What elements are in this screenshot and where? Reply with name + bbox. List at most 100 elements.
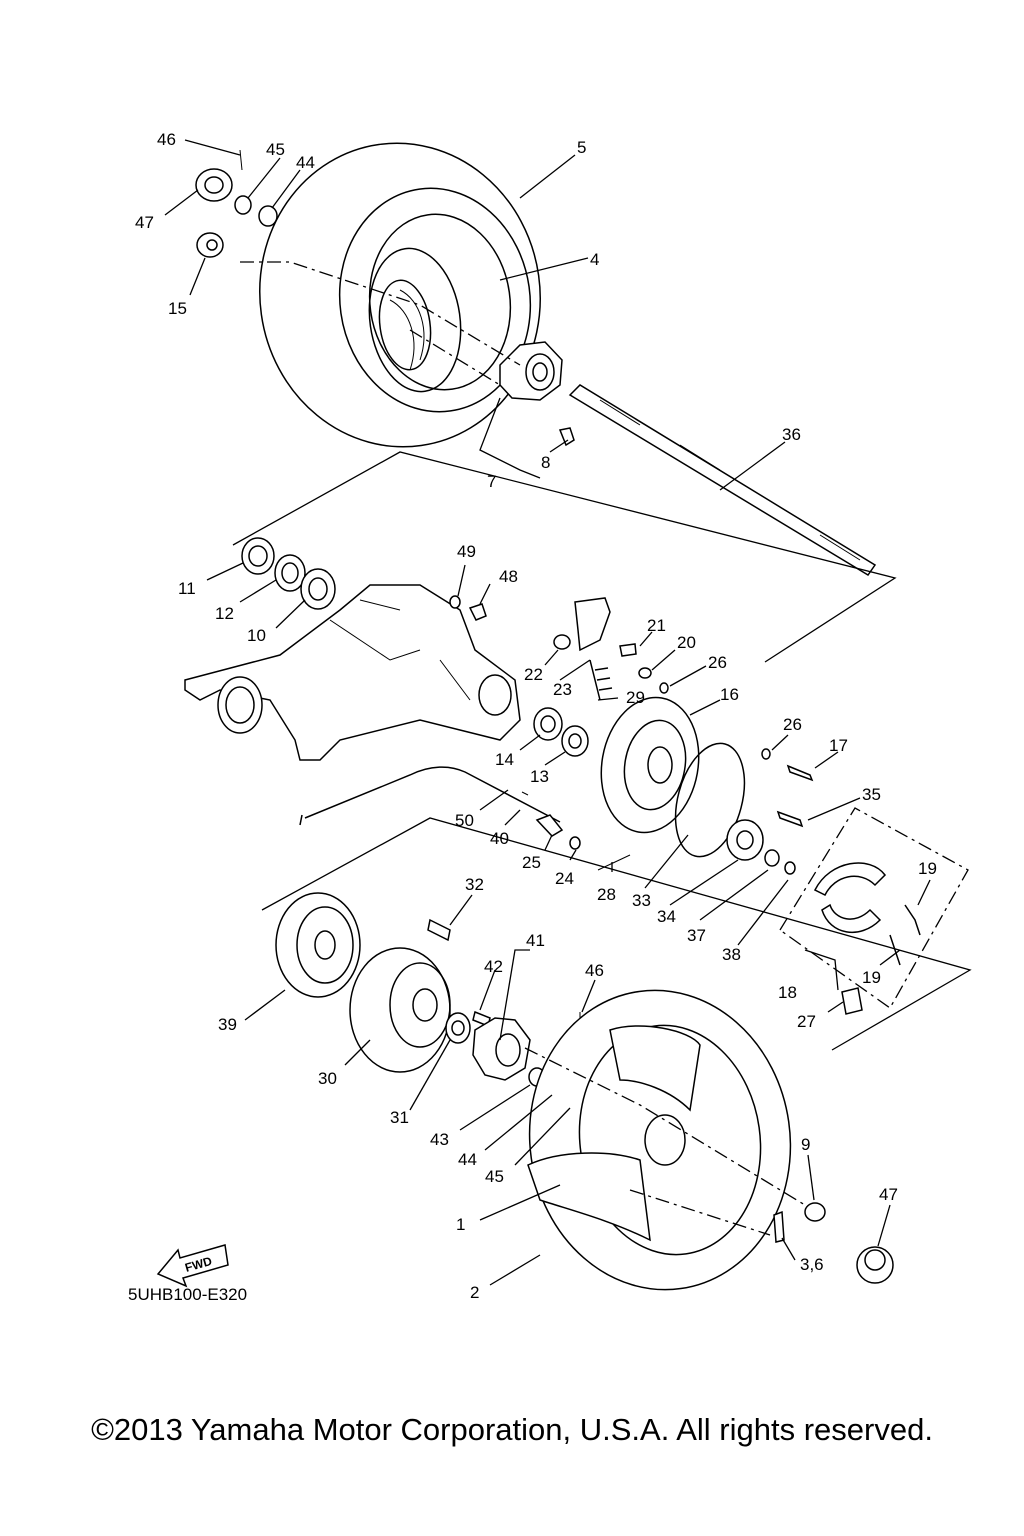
bolt-35 xyxy=(776,810,804,828)
label-27: 27 xyxy=(797,1012,816,1031)
label-23: 23 xyxy=(553,680,572,699)
hub-39 xyxy=(275,892,361,998)
label-46-top: 46 xyxy=(157,130,176,149)
oring-33 xyxy=(674,742,746,858)
label-9: 9 xyxy=(801,1135,810,1154)
label-44-top: 44 xyxy=(296,153,315,172)
axle-36 xyxy=(568,384,877,577)
nut-9 xyxy=(804,1202,826,1222)
label-3-6: 3,6 xyxy=(800,1255,824,1274)
label-19-upper: 19 xyxy=(918,859,937,878)
label-46-lower: 46 xyxy=(585,961,604,980)
swingarm xyxy=(184,584,521,761)
label-15: 15 xyxy=(168,299,187,318)
label-41: 41 xyxy=(526,931,545,950)
label-19-lower: 19 xyxy=(862,968,881,987)
seal-13 xyxy=(561,725,589,757)
copyright-notice: ©2013 Yamaha Motor Corporation, U.S.A. A… xyxy=(91,1412,933,1447)
bolt-32 xyxy=(427,918,451,942)
label-11: 11 xyxy=(178,579,196,598)
label-35: 35 xyxy=(862,785,881,804)
oring-38 xyxy=(784,861,796,875)
nut-47-top xyxy=(195,149,243,202)
bolt-25 xyxy=(535,814,564,837)
washer-44-top xyxy=(258,205,278,227)
diagram-code: 5UHB100-E320 xyxy=(128,1285,247,1304)
flange-34 xyxy=(726,819,764,861)
label-2: 2 xyxy=(470,1283,479,1302)
label-16: 16 xyxy=(720,685,739,704)
bearing-14 xyxy=(533,707,563,741)
leader-lines xyxy=(164,139,931,1286)
label-42: 42 xyxy=(484,957,503,976)
washer-49 xyxy=(449,595,461,609)
brake-panel-16 xyxy=(600,696,700,834)
label-44-lower: 44 xyxy=(458,1150,477,1169)
label-30: 30 xyxy=(318,1069,337,1088)
oring-26-upper xyxy=(761,748,771,760)
washer-45-top xyxy=(234,195,252,215)
label-47-lower: 47 xyxy=(879,1185,898,1204)
label-1: 1 xyxy=(456,1215,465,1234)
label-36: 36 xyxy=(782,425,801,444)
label-45-top: 45 xyxy=(266,140,285,159)
label-21: 21 xyxy=(647,616,666,635)
nut-15 xyxy=(196,232,224,258)
label-18: 18 xyxy=(778,983,797,1002)
seal-12 xyxy=(274,554,306,592)
valve-3-6 xyxy=(773,1210,785,1243)
lower-frame xyxy=(261,817,972,1051)
label-43: 43 xyxy=(430,1130,449,1149)
label-5: 5 xyxy=(577,138,586,157)
label-13: 13 xyxy=(530,767,549,786)
label-8: 8 xyxy=(541,453,550,472)
label-12: 12 xyxy=(215,604,234,623)
drum-30 xyxy=(349,947,451,1073)
pin-28 xyxy=(597,854,631,871)
bearing-10 xyxy=(300,568,336,610)
bolt-48 xyxy=(468,603,487,621)
cap-47-lower xyxy=(856,1246,894,1284)
washer-37 xyxy=(764,849,780,867)
fwd-arrow-icon: FWD xyxy=(156,1244,229,1288)
label-4: 4 xyxy=(590,250,599,269)
label-29: 29 xyxy=(626,688,645,707)
label-20: 20 xyxy=(677,633,696,652)
seal-11 xyxy=(241,537,275,575)
label-37: 37 xyxy=(687,926,706,945)
label-49: 49 xyxy=(457,542,476,561)
label-28: 28 xyxy=(597,885,616,904)
brake-lever-assembly xyxy=(553,597,669,701)
label-17: 17 xyxy=(829,736,848,755)
label-14: 14 xyxy=(495,750,514,769)
label-33: 33 xyxy=(632,891,651,910)
label-38: 38 xyxy=(722,945,741,964)
bolt-17 xyxy=(786,764,814,782)
hub-41 xyxy=(472,1017,531,1081)
label-22: 22 xyxy=(524,665,543,684)
label-24: 24 xyxy=(555,869,574,888)
label-32: 32 xyxy=(465,875,484,894)
label-40: 40 xyxy=(490,829,509,848)
label-48: 48 xyxy=(499,567,518,586)
upper-tire xyxy=(259,142,541,448)
label-45-lower: 45 xyxy=(485,1167,504,1186)
lower-tire xyxy=(527,989,792,1291)
label-26-upper: 26 xyxy=(708,653,727,672)
plate-27 xyxy=(841,987,863,1015)
brake-rod-50 xyxy=(299,766,561,826)
seal-31 xyxy=(445,1012,471,1044)
hub-4 xyxy=(499,341,575,447)
label-10: 10 xyxy=(247,626,266,645)
label-25: 25 xyxy=(522,853,541,872)
label-50: 50 xyxy=(455,811,474,830)
label-34: 34 xyxy=(657,907,676,926)
label-47-top: 47 xyxy=(135,213,154,232)
label-31: 31 xyxy=(390,1108,409,1127)
label-7: 7 xyxy=(487,472,496,491)
brake-shoe-18 xyxy=(813,862,921,966)
shoe-box xyxy=(779,807,969,1009)
label-26-mid: 26 xyxy=(783,715,802,734)
washer-24 xyxy=(569,836,581,850)
